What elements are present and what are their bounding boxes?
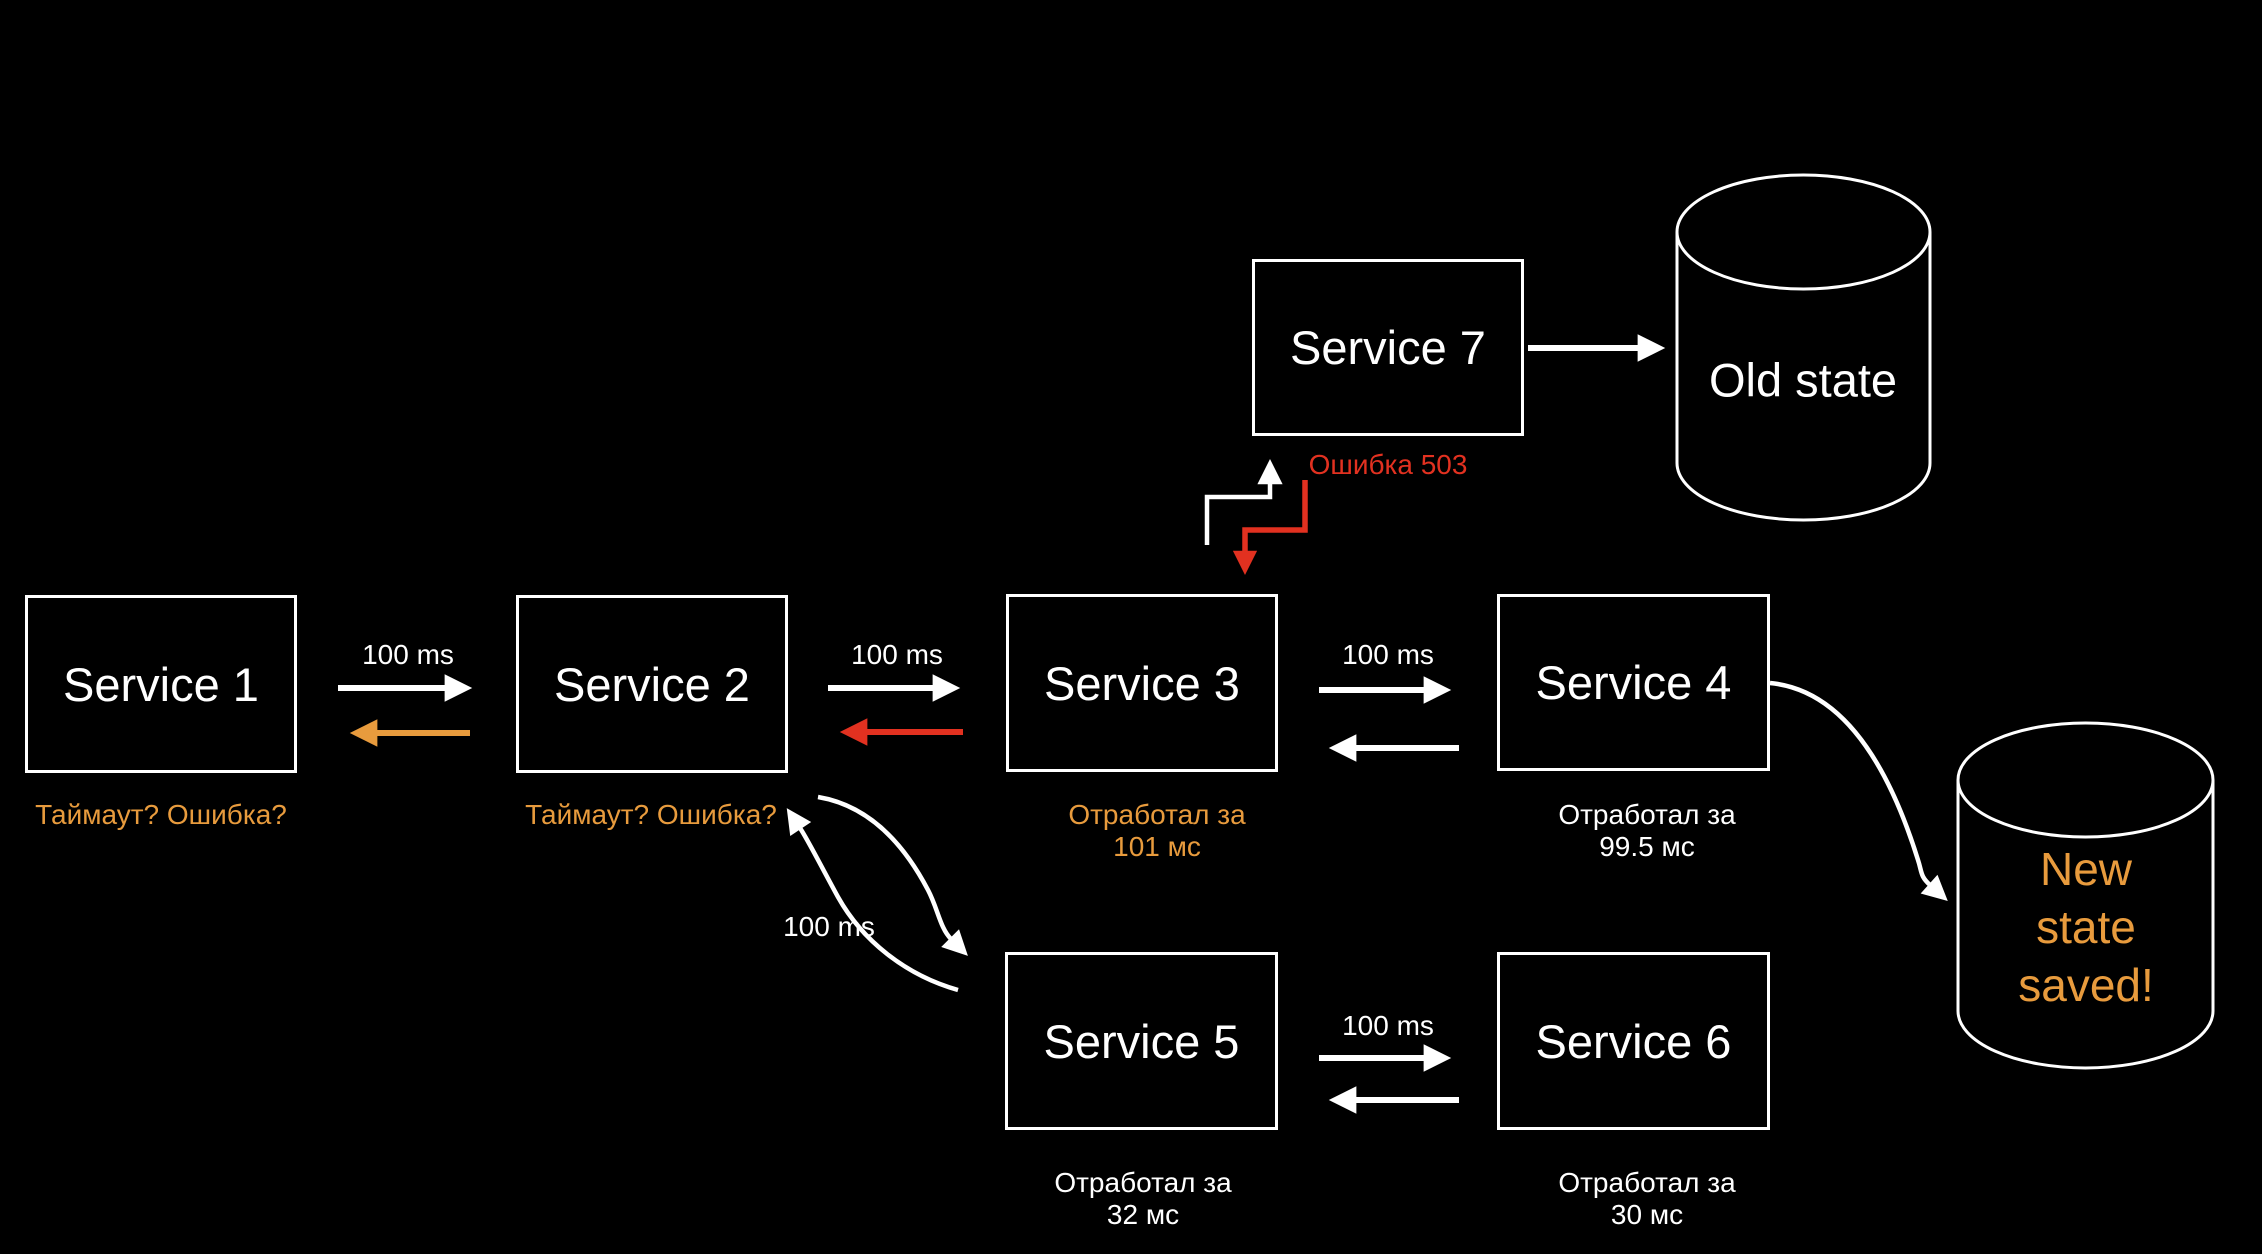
- latency-label-s2-s3: 100 ms: [851, 639, 943, 670]
- curved-arrows: [786, 680, 1948, 993]
- new-state-label: New state saved!: [2018, 840, 2154, 1014]
- timing-label-s4-line2: 99.5 мс: [1599, 831, 1695, 862]
- new-state-label-line3: saved!: [2018, 959, 2154, 1011]
- latency-label-s1-s2: 100 ms: [362, 639, 454, 670]
- status-label-s2: Таймаут? Ошибка?: [525, 799, 777, 830]
- elbow-arrows: [1204, 459, 1308, 575]
- arrow-s5-to-s2-response: [786, 808, 959, 993]
- timing-label-s5: Отработал за 32 мс: [1054, 1167, 1231, 1231]
- node-service-4: Service 4: [1497, 594, 1770, 771]
- node-service-6: Service 6: [1497, 952, 1770, 1130]
- timing-label-s5-line2: 32 мс: [1106, 1199, 1180, 1230]
- node-service-3-label: Service 3: [1044, 656, 1240, 710]
- latency-label-s2-s5: 100 ms: [783, 911, 875, 942]
- timing-label-s3: Отработал за 101 мс: [1068, 799, 1245, 863]
- cylinder-new-state-body: [1956, 780, 2215, 1070]
- node-service-2: Service 2: [516, 595, 788, 773]
- node-service-6-label: Service 6: [1535, 1014, 1732, 1068]
- error-503-label: Ошибка 503: [1308, 449, 1468, 480]
- cylinder-old-state-top: [1675, 173, 1932, 291]
- cylinder-new-state: [1956, 721, 2215, 1070]
- node-service-7: Service 7: [1252, 259, 1524, 436]
- latency-label-s5-s6: 100 ms: [1342, 1010, 1434, 1041]
- timing-label-s6-line1: Отработал за: [1558, 1167, 1736, 1198]
- database-shapes: [1675, 173, 2215, 1070]
- node-service-2-label: Service 2: [554, 657, 750, 711]
- node-service-1-label: Service 1: [63, 657, 259, 711]
- timing-label-s6-line2: 30 мс: [1610, 1199, 1684, 1230]
- arrow-s7-to-s3-error: [1232, 480, 1308, 575]
- arrow-s3-to-s7-request: [1204, 459, 1283, 545]
- arrow-s2-to-s5-request: [817, 794, 968, 956]
- timing-label-s3-line1: Отработал за: [1068, 799, 1246, 830]
- cylinder-old-state-body: [1675, 232, 1932, 522]
- node-service-1: Service 1: [25, 595, 297, 773]
- latency-label-s3-s4: 100 ms: [1342, 639, 1434, 670]
- new-state-label-line2: state: [2036, 901, 2136, 953]
- cylinder-new-state-top: [1956, 721, 2215, 839]
- node-service-5: Service 5: [1005, 952, 1278, 1130]
- node-service-5-label: Service 5: [1043, 1014, 1240, 1068]
- horizontal-arrows: [338, 334, 1666, 1114]
- timing-label-s5-line1: Отработал за: [1054, 1167, 1232, 1198]
- cylinder-old-state: [1675, 173, 1932, 522]
- node-service-3: Service 3: [1006, 594, 1278, 772]
- old-state-label: Old state: [1708, 353, 1898, 407]
- arrow-s4-to-new-state: [1769, 680, 1948, 902]
- timing-label-s4: Отработал за 99.5 мс: [1558, 799, 1735, 863]
- node-service-7-label: Service 7: [1290, 321, 1486, 374]
- timing-label-s6: Отработал за 30 мс: [1558, 1167, 1735, 1231]
- node-service-4-label: Service 4: [1535, 656, 1732, 709]
- new-state-label-line1: New: [2039, 843, 2133, 895]
- timing-label-s3-line2: 101 мс: [1113, 831, 1201, 862]
- status-label-s1: Таймаут? Ошибка?: [35, 799, 287, 830]
- timing-label-s4-line1: Отработал за: [1558, 799, 1736, 830]
